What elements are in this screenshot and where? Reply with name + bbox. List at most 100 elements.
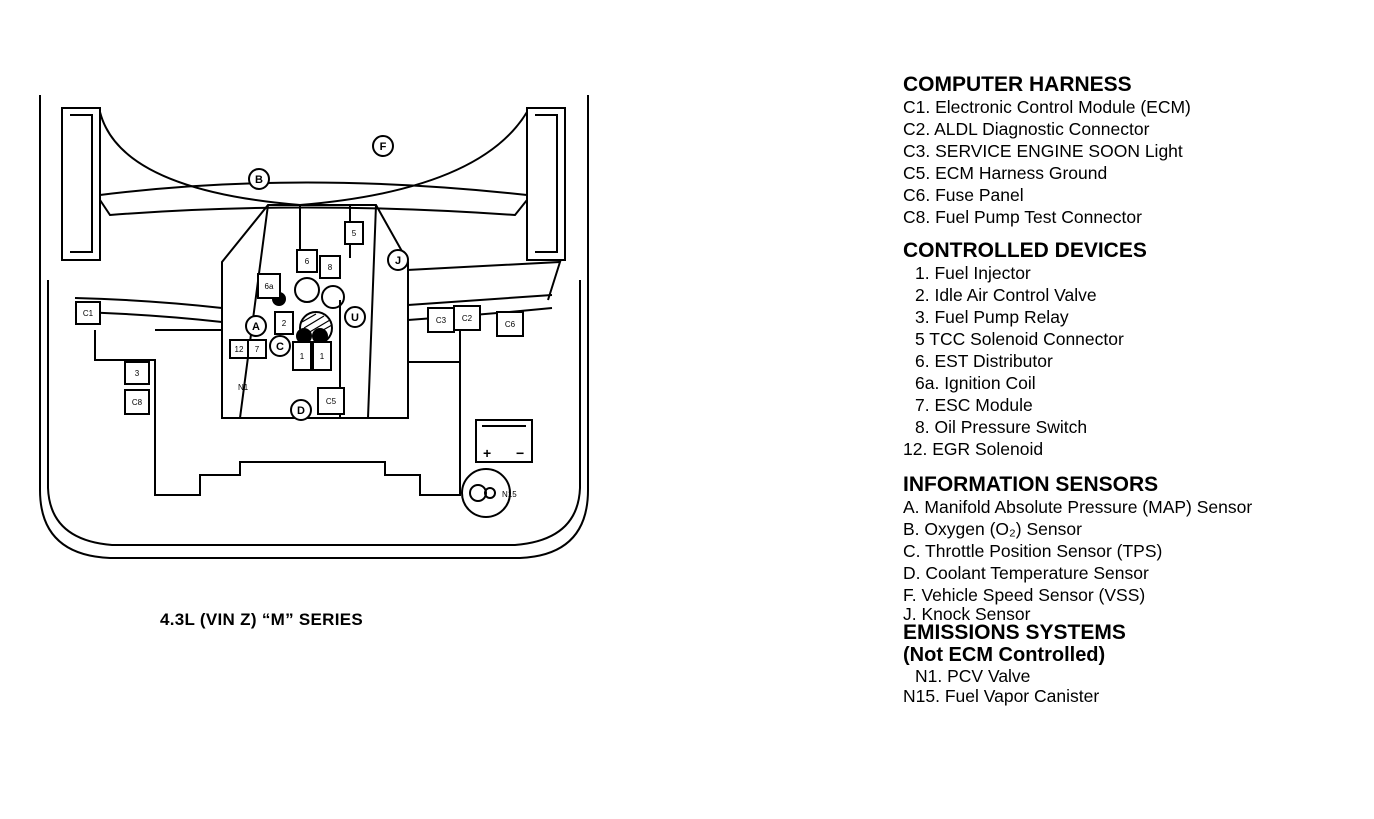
box-c5 — [317, 387, 345, 415]
legend-item: C. Throttle Position Sensor (TPS) — [903, 541, 1163, 561]
section-title: INFORMATION SENSORS — [903, 473, 1159, 496]
box-3-label: 3 — [135, 369, 140, 378]
box-6 — [296, 249, 318, 273]
battery-minus: − — [516, 445, 524, 461]
legend-item: C8. Fuel Pump Test Connector — [903, 207, 1142, 227]
box-c2-label: C2 — [462, 314, 473, 323]
information-sensors-section: INFORMATION SENSORS A. Manifold Absolute… — [903, 473, 1363, 624]
controlled-devices-section: CONTROLLED DEVICES 1. Fuel Injector 2. I… — [903, 240, 1363, 460]
circle-f — [372, 135, 394, 157]
engine-center-line — [239, 204, 377, 419]
hatch-line — [303, 315, 325, 329]
legend: COMPUTER HARNESS C1. Electronic Control … — [903, 74, 1363, 707]
box-c1-label: C1 — [83, 309, 94, 318]
legend-item: C6. Fuse Panel — [903, 185, 1024, 205]
box-5 — [344, 221, 364, 245]
circle-u — [344, 306, 366, 328]
cowl-line — [99, 111, 528, 207]
battery — [475, 419, 533, 463]
legend-item: C1. Electronic Control Module (ECM) — [903, 97, 1191, 117]
legend-item: C3. SERVICE ENGINE SOON Light — [903, 141, 1183, 161]
circle-b — [248, 168, 270, 190]
box-1a — [292, 341, 312, 371]
circle-a-label: A — [252, 321, 260, 333]
box-1b-label: 1 — [320, 352, 325, 361]
vapor-canister — [461, 468, 511, 518]
legend-item: 6a. Ignition Coil — [915, 373, 1036, 393]
cowl-curve — [99, 181, 528, 196]
legend-item: J. Knock Sensor — [903, 604, 1031, 624]
box-7-label: 7 — [255, 345, 260, 354]
canister-port-1 — [469, 484, 487, 502]
legend-item: N15. Fuel Vapor Canister — [903, 686, 1100, 706]
emissions-systems-section: EMISSIONS SYSTEMS (Not ECM Controlled) N… — [903, 621, 1363, 707]
circle-d-label: D — [297, 405, 305, 417]
circle-u-label: U — [351, 312, 359, 324]
box-12-label: 12 — [235, 345, 244, 354]
circle-d — [290, 399, 312, 421]
box-6a — [257, 273, 281, 299]
cowl-lower — [99, 200, 528, 260]
box-c5-label: C5 — [326, 397, 337, 406]
circle-j — [387, 249, 409, 271]
box-c3-label: C3 — [436, 316, 447, 325]
throttle-body-a — [296, 328, 312, 344]
legend-item: D. Coolant Temperature Sensor — [903, 563, 1149, 583]
legend-item: C2. ALDL Diagnostic Connector — [903, 119, 1150, 139]
label-n1: N1 — [238, 383, 249, 392]
box-6a-label: 6a — [265, 282, 274, 291]
circle-j-label: J — [395, 255, 401, 267]
left-fender-inner — [70, 114, 93, 253]
box-8 — [319, 255, 341, 279]
box-5-label: 5 — [352, 229, 357, 238]
box-7 — [247, 339, 267, 359]
section-title: EMISSIONS SYSTEMS — [903, 621, 1126, 644]
section-title: COMPUTER HARNESS — [903, 73, 1132, 96]
left-fender — [61, 107, 101, 261]
box-2 — [274, 311, 294, 335]
legend-item: B. Oxygen (O₂) Sensor — [903, 519, 1082, 539]
right-fender — [526, 107, 566, 261]
hatch-line — [307, 319, 331, 334]
circle-a — [245, 315, 267, 337]
box-c6 — [496, 311, 524, 337]
right-harness-bar — [406, 260, 562, 301]
box-c8 — [124, 389, 150, 415]
box-c3 — [427, 307, 455, 333]
legend-item: F. Vehicle Speed Sensor (VSS) — [903, 585, 1146, 605]
box-c8-label: C8 — [132, 398, 143, 407]
circle-c — [269, 335, 291, 357]
legend-item: C5. ECM Harness Ground — [903, 163, 1108, 183]
legend-item: 3. Fuel Pump Relay — [915, 307, 1069, 327]
section-title: CONTROLLED DEVICES — [903, 239, 1147, 262]
right-fender-inner — [535, 114, 558, 253]
oil-pressure-switch — [321, 285, 345, 309]
hatch-line — [315, 324, 333, 335]
lower-bay — [94, 330, 461, 496]
circle-f-label: F — [380, 141, 387, 153]
box-1a-label: 1 — [300, 352, 305, 361]
legend-item: 7. ESC Module — [915, 395, 1033, 415]
legend-item: N1. PCV Valve — [915, 666, 1031, 686]
distributor-cap — [294, 277, 320, 303]
box-2-label: 2 — [282, 319, 287, 328]
box-1b — [312, 341, 332, 371]
label-n15: N15 — [502, 490, 517, 499]
legend-item: 2. Idle Air Control Valve — [915, 285, 1097, 305]
box-3 — [124, 361, 150, 385]
legend-item: 5 TCC Solenoid Connector — [915, 329, 1124, 349]
battery-plus: + — [483, 445, 491, 461]
canister-port-2 — [484, 487, 496, 499]
computer-harness-section: COMPUTER HARNESS C1. Electronic Control … — [903, 74, 1363, 228]
dash-panel — [99, 199, 528, 217]
right-lower-wall — [408, 361, 461, 420]
diagram-caption: 4.3L (VIN Z) “M” SERIES — [160, 610, 364, 629]
hatch-line — [301, 313, 317, 323]
legend-item: 6. EST Distributor — [915, 351, 1053, 371]
legend-item: A. Manifold Absolute Pressure (MAP) Sens… — [903, 497, 1253, 517]
circle-b-label: B — [255, 174, 263, 186]
box-6-label: 6 — [305, 257, 310, 266]
box-8-label: 8 — [328, 263, 333, 272]
legend-item: 1. Fuel Injector — [915, 263, 1031, 283]
